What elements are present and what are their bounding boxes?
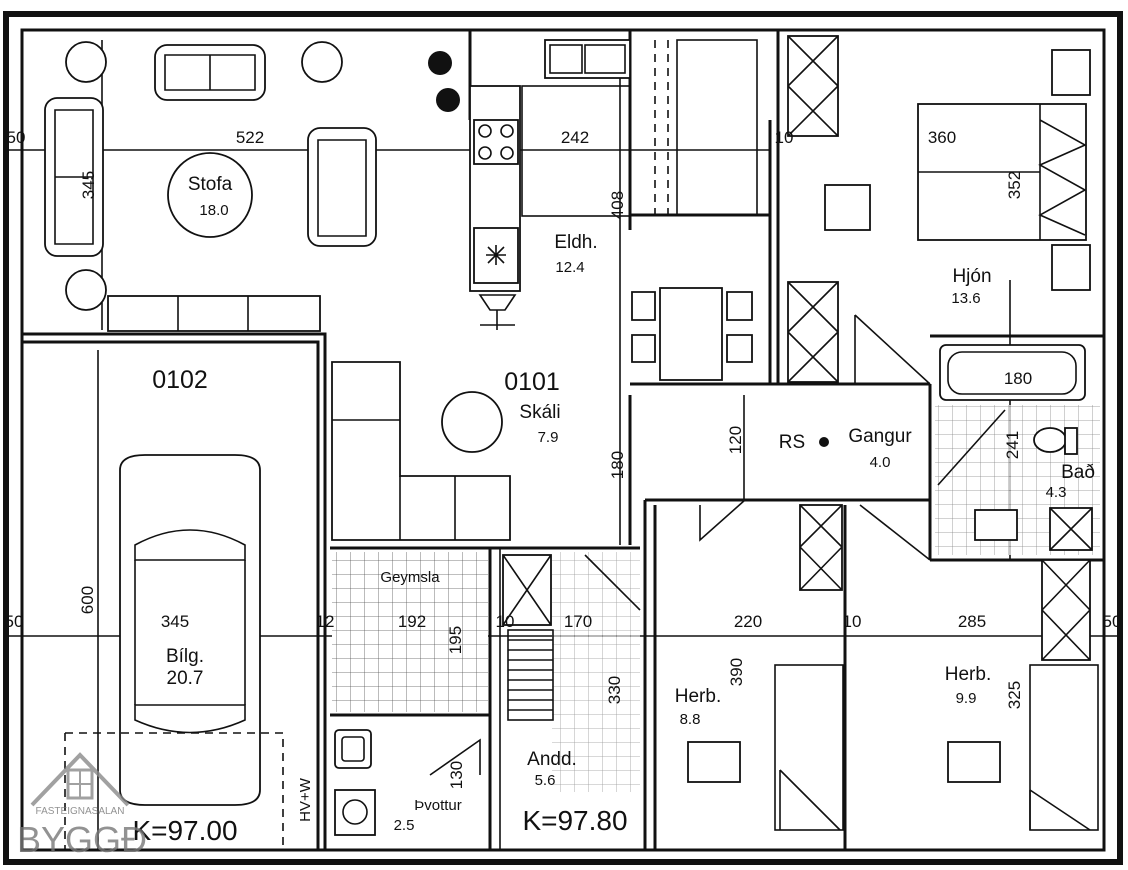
dining-set: [631, 287, 753, 381]
dim-241: 241: [1003, 431, 1022, 459]
dim-330: 330: [605, 676, 624, 704]
living-furniture: [44, 41, 377, 332]
dim-50c: 50: [1103, 612, 1122, 631]
dim-600: 600: [78, 586, 97, 614]
gangur-area: 4.0: [870, 454, 891, 471]
dim-50b: 50: [5, 612, 24, 631]
kitchen-furniture: [428, 39, 758, 330]
hjon-area: 13.6: [951, 290, 980, 307]
hw-label: HV+W: [297, 777, 314, 822]
herb2-name: Herb.: [945, 664, 991, 685]
dim-180b: 180: [608, 451, 627, 479]
gangur-name: Gangur: [848, 426, 912, 447]
stofa-area: 18.0: [199, 202, 228, 219]
dim-390: 390: [727, 658, 746, 686]
thvottur-area: 2.5: [394, 817, 415, 834]
eldh-name: Eldh.: [554, 232, 597, 253]
exterior-walls: [3, 11, 1123, 865]
logo-line2: BYGGÐ: [17, 819, 147, 860]
andd-area: 5.6: [535, 772, 556, 789]
dim-120: 120: [726, 426, 745, 454]
geymsla-name: Geymsla: [380, 569, 440, 586]
car-symbol: [64, 454, 284, 850]
dim-170: 170: [564, 612, 592, 631]
dim-352: 352: [1005, 171, 1024, 199]
stofa-table: [167, 152, 253, 238]
bilg-area: 20.7: [167, 668, 204, 689]
stairs: [507, 629, 554, 721]
level-garage: K=97.00: [132, 815, 237, 846]
dim-285: 285: [958, 612, 986, 631]
bilg-code: 0102: [152, 366, 208, 394]
herb1-name: Herb.: [675, 686, 721, 707]
thvottur-name: Þvottur: [414, 797, 462, 814]
dim-345b: 345: [161, 612, 189, 631]
skali-table: [441, 391, 503, 453]
bad-name: Bað: [1061, 462, 1095, 483]
rs-dot-icon: [819, 437, 829, 447]
dim-522: 522: [236, 128, 264, 147]
skali-area: 7.9: [538, 429, 559, 446]
bilg-name: Bílg.: [166, 646, 204, 667]
level-entry: K=97.80: [522, 805, 627, 836]
dim-345a: 345: [79, 171, 98, 199]
agency-logo: FASTEIGNASALAN BYGGÐ: [17, 752, 147, 860]
geymsla-tiles: [332, 552, 488, 712]
bad-area: 4.3: [1046, 484, 1067, 501]
bathroom-fixtures: [937, 344, 1093, 551]
eldh-area: 12.4: [555, 259, 584, 276]
gangur-rs: RS: [779, 432, 805, 453]
herb1-area: 8.8: [680, 711, 701, 728]
bedroom-hjon-furniture: [824, 49, 1091, 385]
hall-sofa: [331, 361, 511, 541]
bedroom-furniture: [687, 664, 1099, 831]
andd-tiles: [552, 552, 640, 792]
dim-10a: 10: [775, 128, 794, 147]
hjon-name: Hjón: [952, 266, 991, 287]
dim-12: 12: [316, 612, 335, 631]
logo-line1: FASTEIGNASALAN: [36, 806, 125, 817]
dim-408: 408: [608, 191, 627, 219]
stofa-name: Stofa: [188, 174, 233, 195]
dim-50a: 50: [7, 128, 26, 147]
dim-180a: 180: [1004, 369, 1032, 388]
laundry-fixtures: [334, 729, 376, 836]
skali-code: 0101: [504, 368, 560, 396]
andd-name: Andd.: [527, 749, 577, 770]
dim-10b: 10: [496, 612, 515, 631]
dim-192: 192: [398, 612, 426, 631]
dim-220: 220: [734, 612, 762, 631]
dim-325: 325: [1005, 681, 1024, 709]
dim-10c: 10: [843, 612, 862, 631]
dim-242: 242: [561, 128, 589, 147]
skali-name: Skáli: [519, 402, 560, 423]
dim-195: 195: [446, 626, 465, 654]
herb2-area: 9.9: [956, 690, 977, 707]
dim-130: 130: [447, 761, 466, 789]
dim-360: 360: [928, 128, 956, 147]
wardrobes: [502, 35, 1091, 661]
